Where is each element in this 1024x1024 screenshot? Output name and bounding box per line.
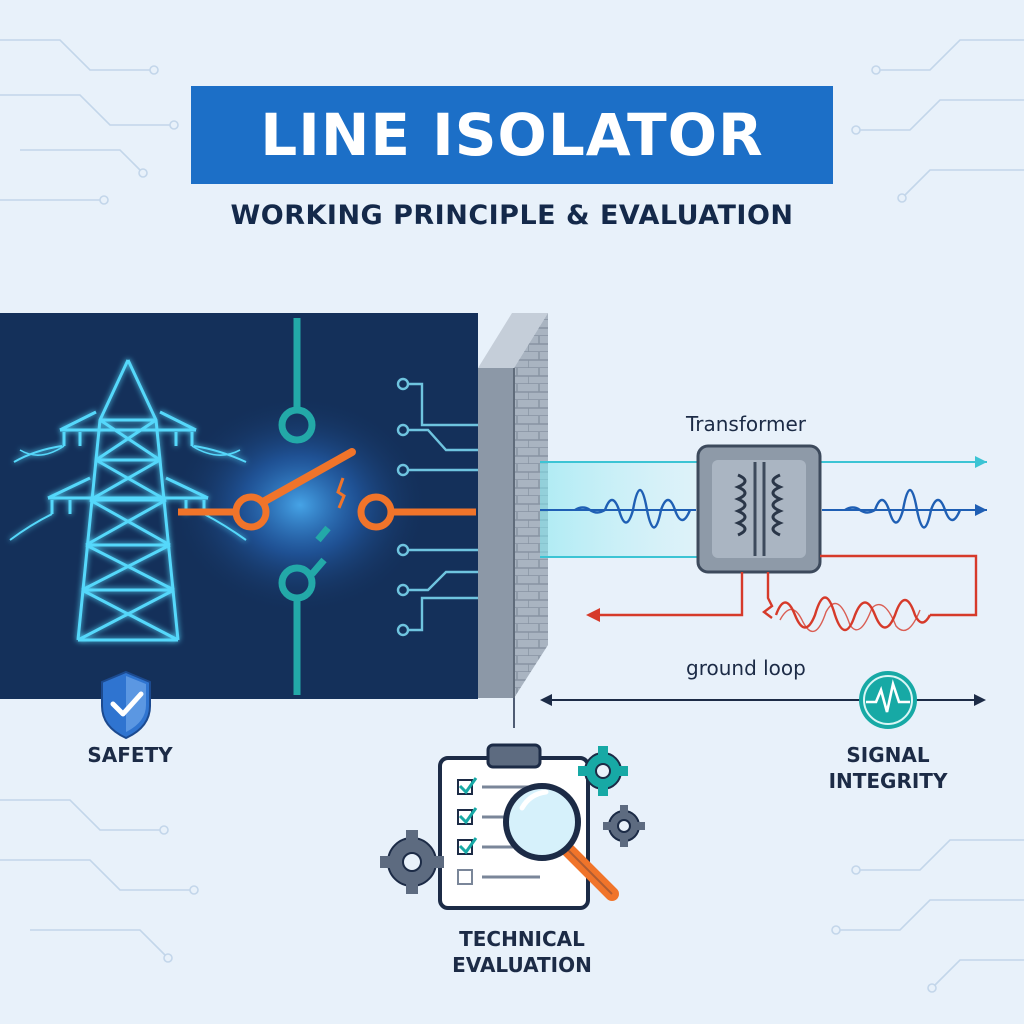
page-subtitle: WORKING PRINCIPLE & EVALUATION [230,200,794,231]
transformer-label: Transformer [686,412,807,436]
ground-loop [598,554,978,633]
input-waveform [574,488,692,529]
background-circuit-traces [0,39,1024,993]
spark-glow [170,395,430,615]
safety-label: SAFETY [87,743,173,767]
title-banner: LINE ISOLATOR [191,86,833,184]
pulse-icon [859,671,917,729]
transformer-icon [696,444,822,574]
transmission-tower-icon [9,359,247,642]
signal-integrity-label: SIGNAL INTEGRITY [828,743,948,793]
gear-icon [380,830,444,894]
output-waveform [844,488,962,529]
disconnect-switch-icon [178,318,476,695]
ground-loop-label: ground loop [686,656,806,680]
gear-icon [578,746,628,796]
technical-evaluation-label: TECHNICAL EVALUATION [452,927,592,977]
gear-icon [603,805,645,847]
barrier-wall-icon [478,313,548,728]
magnifier-icon [503,783,619,901]
circuit-traces [396,377,478,637]
page-title: LINE ISOLATOR [260,101,764,169]
shield-check-icon [101,670,151,740]
